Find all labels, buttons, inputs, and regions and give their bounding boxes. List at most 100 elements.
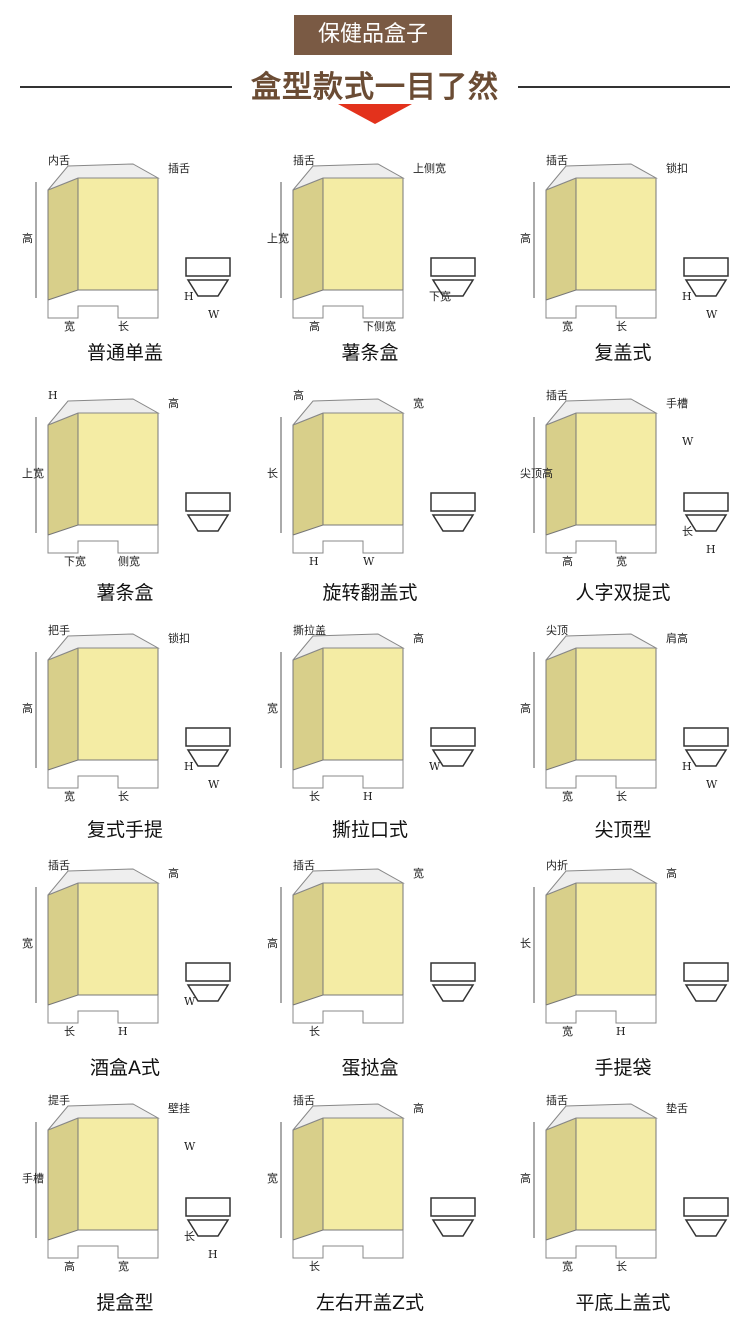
flat-outline-icon (186, 514, 230, 532)
dimension-label: 高 (267, 936, 278, 950)
box-lid (292, 163, 405, 191)
box-style-caption: 蛋挞盒 (341, 1057, 399, 1079)
dimension-label: 长 (118, 790, 129, 803)
dimension-label: W (208, 308, 220, 321)
box-lid (292, 398, 405, 426)
box-lid (47, 1103, 160, 1131)
dimension-label: W (429, 760, 441, 773)
dimension-label: 下侧宽 (363, 319, 396, 333)
box-side-panel (47, 177, 79, 301)
box-die-cut (545, 290, 657, 319)
dimension-label: 尖顶 (546, 624, 568, 637)
box-style-card: 插舌高宽长 (253, 1090, 503, 1335)
dimension-label: 手槽 (22, 1171, 44, 1185)
dimension-label: H (208, 1248, 218, 1261)
box-style-caption: 平底上盖式 (575, 1292, 671, 1314)
box-side-panel (292, 412, 324, 536)
dimension-label: 长 (184, 1230, 195, 1243)
dimension-label: 宽 (64, 789, 75, 803)
box-die-cut (545, 525, 657, 554)
box-lid (47, 633, 160, 661)
dimension-label: H (616, 1025, 626, 1038)
dimension-label: 高 (64, 1259, 75, 1273)
dimension-label: 垫舌 (666, 1101, 688, 1115)
dimension-label: H (118, 1025, 128, 1038)
box-die-cut (47, 1230, 159, 1259)
dimension-label: 长 (616, 1260, 627, 1273)
box-die-cut (292, 525, 404, 554)
box-lid (47, 868, 160, 896)
box-front-panel (322, 177, 404, 291)
box-style-caption: 提盒型 (96, 1292, 154, 1314)
box-lid (545, 633, 658, 661)
box-side-panel (292, 1117, 324, 1241)
dimension-label: 高 (666, 866, 677, 880)
box-front-panel (77, 647, 159, 761)
dimension-label: 下宽 (429, 289, 451, 303)
dimension-label: 插舌 (168, 161, 190, 175)
dimension-label: 宽 (118, 1259, 129, 1273)
box-illustration: 内舌插舌高宽长HW (22, 153, 231, 333)
box-front-panel (575, 412, 657, 526)
box-front-panel (322, 1117, 404, 1231)
flat-outline-icon (684, 279, 728, 297)
dimension-label: 宽 (64, 319, 75, 333)
dimension-label: 高 (168, 396, 179, 410)
flat-outline-icon (185, 492, 231, 512)
dimension-label: 高 (22, 701, 33, 715)
flat-outline-icon (683, 962, 729, 982)
dimension-label: 高 (413, 1101, 424, 1115)
page-title: 盒型款式一目了然 (251, 70, 499, 105)
flat-outline-icon (431, 749, 475, 767)
flat-outline-icon (683, 727, 729, 747)
box-style-caption: 薯条盒 (96, 582, 154, 604)
box-die-cut (47, 290, 159, 319)
dimension-label: W (706, 778, 718, 791)
dimension-label: 壁挂 (168, 1101, 190, 1115)
box-style-caption: 尖顶型 (594, 819, 652, 841)
dimension-label: H (706, 543, 716, 556)
flat-outline-icon (683, 1197, 729, 1217)
box-lid (47, 163, 160, 191)
box-front-panel (575, 177, 657, 291)
box-side-panel (545, 647, 577, 771)
dimension-label: 尖顶高 (520, 466, 553, 480)
box-die-cut (292, 995, 404, 1024)
flat-outline-icon (185, 1197, 231, 1217)
box-front-panel (77, 412, 159, 526)
dimension-label: 宽 (267, 701, 278, 715)
box-front-panel (77, 177, 159, 291)
box-lid (47, 398, 160, 426)
dimension-label: 长 (309, 1260, 320, 1273)
box-style-caption: 人字双提式 (575, 582, 671, 604)
box-style-caption: 撕拉口式 (331, 819, 408, 841)
flat-outline-icon (185, 727, 231, 747)
dimension-label: 侧宽 (118, 554, 140, 568)
dimension-label: 高 (413, 631, 424, 645)
dimension-label: W (184, 1140, 196, 1153)
dimension-label: 插舌 (48, 858, 70, 872)
flat-outline-icon (430, 727, 476, 747)
dimension-label: 锁扣 (666, 161, 688, 175)
box-die-cut (47, 995, 159, 1024)
flat-outline-icon (431, 1219, 475, 1237)
box-front-panel (77, 1117, 159, 1231)
box-die-cut (545, 1230, 657, 1259)
dimension-label: W (682, 435, 694, 448)
dimension-label: 高 (293, 388, 304, 402)
dimension-label: 长 (616, 320, 627, 333)
box-side-panel (47, 412, 79, 536)
dimension-label: H (363, 790, 373, 803)
